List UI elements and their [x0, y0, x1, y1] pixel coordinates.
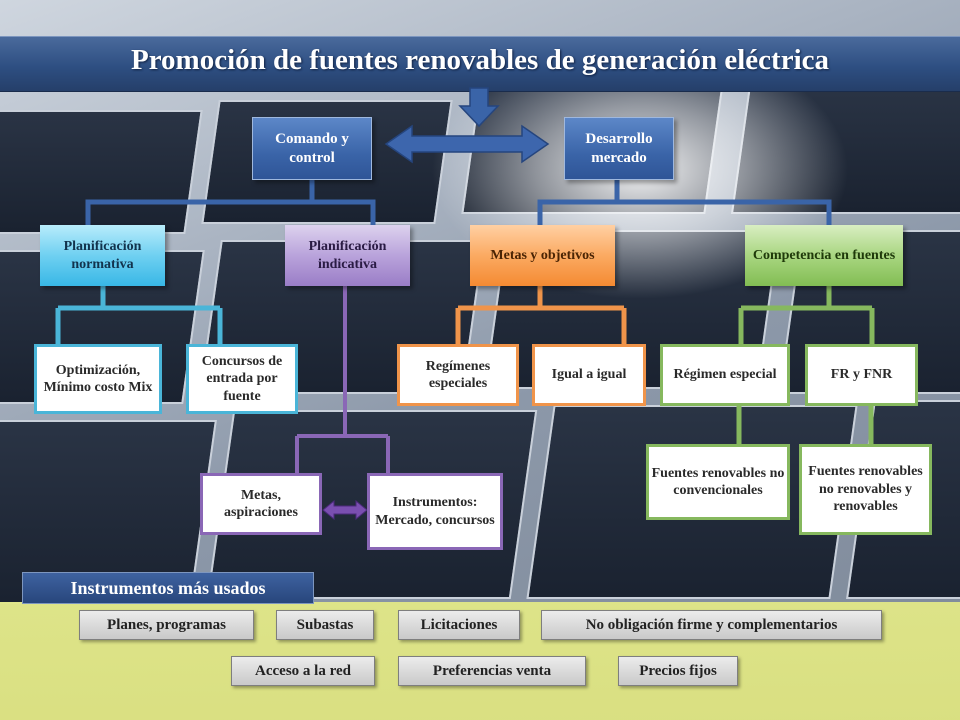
node-concursos-entrada: Concursos de entrada por fuente	[186, 344, 298, 414]
chip-acceso-red: Acceso a la red	[231, 656, 375, 686]
chip-no-obligacion: No obligación firme y complementarios	[541, 610, 882, 640]
node-competencia-fuentes: Competencia en fuentes	[745, 225, 903, 286]
chip-precios-fijos: Precios fijos	[618, 656, 738, 686]
small-double-arrow-icon	[322, 500, 368, 520]
node-planificacion-normativa: Planificación normativa	[40, 225, 165, 286]
chip-licitaciones: Licitaciones	[398, 610, 520, 640]
node-fr-fnr: FR y FNR	[805, 344, 918, 406]
chip-preferencias-venta: Preferencias venta	[398, 656, 586, 686]
node-metas-objetivos: Metas y objetivos	[470, 225, 615, 286]
title-bar	[0, 36, 960, 92]
down-arrow-icon	[458, 87, 500, 128]
chip-subastas: Subastas	[276, 610, 374, 640]
node-instrumentos-mercado: Instrumentos: Mercado, concursos	[367, 473, 503, 550]
node-regimen-especial: Régimen especial	[660, 344, 790, 406]
page-title: Promoción de fuentes renovables de gener…	[131, 44, 829, 76]
double-arrow-icon	[384, 124, 550, 164]
node-fuentes-no-renovables: Fuentes renovables no renovables y renov…	[799, 444, 932, 535]
chip-planes-programas: Planes, programas	[79, 610, 254, 640]
node-desarrollo-mercado: Desarrollo mercado	[564, 117, 674, 180]
node-metas-aspiraciones: Metas, aspiraciones	[200, 473, 322, 535]
node-regimenes-especiales: Regímenes especiales	[397, 344, 519, 406]
node-comando-control: Comando y control	[252, 117, 372, 180]
node-fuentes-no-convencionales: Fuentes renovables no convencionales	[646, 444, 790, 520]
node-planificacion-indicativa: Planificación indicativa	[285, 225, 410, 286]
node-igual-a-igual: Igual a igual	[532, 344, 646, 406]
instrumentos-title: Instrumentos más usados	[22, 572, 314, 604]
node-optimizacion: Optimización, Mínimo costo Mix	[34, 344, 162, 414]
